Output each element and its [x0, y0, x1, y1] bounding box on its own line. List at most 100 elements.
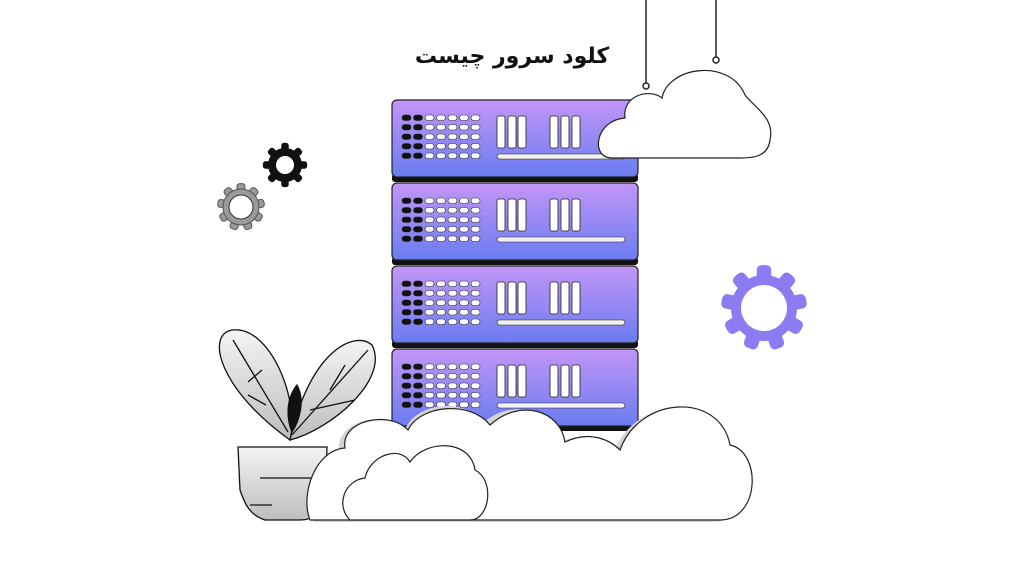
indicator-light — [413, 299, 423, 306]
indicator-light — [447, 124, 458, 131]
indicator-light — [447, 207, 458, 214]
indicator-light — [459, 216, 469, 223]
indicator-light — [413, 207, 423, 214]
indicator-light — [401, 143, 412, 150]
indicator-light — [413, 401, 423, 408]
drive-bay — [549, 115, 559, 149]
drive-bay — [507, 281, 517, 315]
potted-plant-icon — [218, 329, 376, 521]
drive-bay — [549, 364, 559, 398]
indicator-light — [424, 299, 435, 306]
drive-bay — [549, 281, 559, 315]
indicator-light — [459, 114, 469, 121]
indicator-light — [436, 152, 446, 159]
indicator-light — [470, 280, 481, 287]
indicator-light — [459, 133, 469, 140]
indicator-light — [424, 235, 435, 242]
indicator-light — [447, 299, 458, 306]
indicator-light — [459, 299, 469, 306]
indicator-light — [459, 226, 469, 233]
indicator-light — [459, 143, 469, 150]
drive-bay — [560, 115, 570, 149]
indicator-light — [413, 309, 423, 316]
indicator-light — [470, 143, 481, 150]
indicator-light — [470, 309, 481, 316]
indicator-light — [470, 401, 481, 408]
indicator-light — [401, 318, 412, 325]
indicator-light — [424, 373, 435, 380]
indicator-light — [424, 382, 435, 389]
indicator-light — [436, 124, 446, 131]
drive-bay — [507, 115, 517, 149]
indicator-light — [424, 124, 435, 131]
indicator-light — [459, 373, 469, 380]
server-unit — [391, 265, 639, 348]
indicator-light — [470, 133, 481, 140]
indicator-light — [436, 280, 446, 287]
indicator-light — [436, 373, 446, 380]
drive-bay — [517, 115, 527, 149]
indicator-light — [447, 290, 458, 297]
indicator-light — [401, 152, 412, 159]
indicator-light — [447, 114, 458, 121]
indicator-light — [436, 143, 446, 150]
indicator-light — [413, 382, 423, 389]
indicator-light — [436, 382, 446, 389]
indicator-light — [459, 382, 469, 389]
indicator-light — [447, 318, 458, 325]
indicator-light — [424, 363, 435, 370]
indicator-light — [470, 216, 481, 223]
indicator-light — [447, 373, 458, 380]
indicator-light — [413, 318, 423, 325]
indicator-light — [413, 235, 423, 242]
indicator-light — [436, 226, 446, 233]
indicator-light — [447, 133, 458, 140]
indicator-light — [447, 143, 458, 150]
indicator-light — [401, 363, 412, 370]
indicator-light — [470, 114, 481, 121]
indicator-light — [401, 392, 412, 399]
indicator-light — [424, 401, 435, 408]
indicator-light — [436, 197, 446, 204]
indicator-light — [447, 197, 458, 204]
page-title: کلود سرور چیست — [414, 44, 610, 69]
top-cloud-icon — [597, 70, 772, 159]
indicator-light — [424, 280, 435, 287]
indicator-light — [424, 197, 435, 204]
indicator-light — [436, 363, 446, 370]
indicator-light — [401, 382, 412, 389]
indicator-light — [401, 290, 412, 297]
indicator-light — [470, 207, 481, 214]
indicator-light — [447, 152, 458, 159]
indicator-light — [470, 235, 481, 242]
indicator-light — [413, 152, 423, 159]
indicator-light — [424, 226, 435, 233]
indicator-light — [470, 382, 481, 389]
indicator-light — [424, 114, 435, 121]
indicator-light — [401, 133, 412, 140]
gear-icon-purple — [721, 265, 807, 350]
indicator-light — [436, 207, 446, 214]
indicator-light — [459, 290, 469, 297]
indicator-light — [401, 226, 412, 233]
indicator-light — [459, 235, 469, 242]
drive-bay — [571, 281, 581, 315]
indicator-light — [413, 226, 423, 233]
drive-bay — [517, 198, 527, 232]
indicator-light — [470, 152, 481, 159]
indicator-light — [447, 363, 458, 370]
indicator-light — [447, 216, 458, 223]
drive-bay — [571, 198, 581, 232]
indicator-light — [470, 290, 481, 297]
indicator-light — [413, 124, 423, 131]
indicator-light — [436, 114, 446, 121]
indicator-light — [424, 143, 435, 150]
drive-bay — [560, 198, 570, 232]
indicator-light — [413, 114, 423, 121]
indicator-light — [436, 235, 446, 242]
indicator-light — [436, 309, 446, 316]
indicator-light — [413, 392, 423, 399]
indicator-light — [401, 207, 412, 214]
gear-icon-black — [262, 142, 308, 188]
